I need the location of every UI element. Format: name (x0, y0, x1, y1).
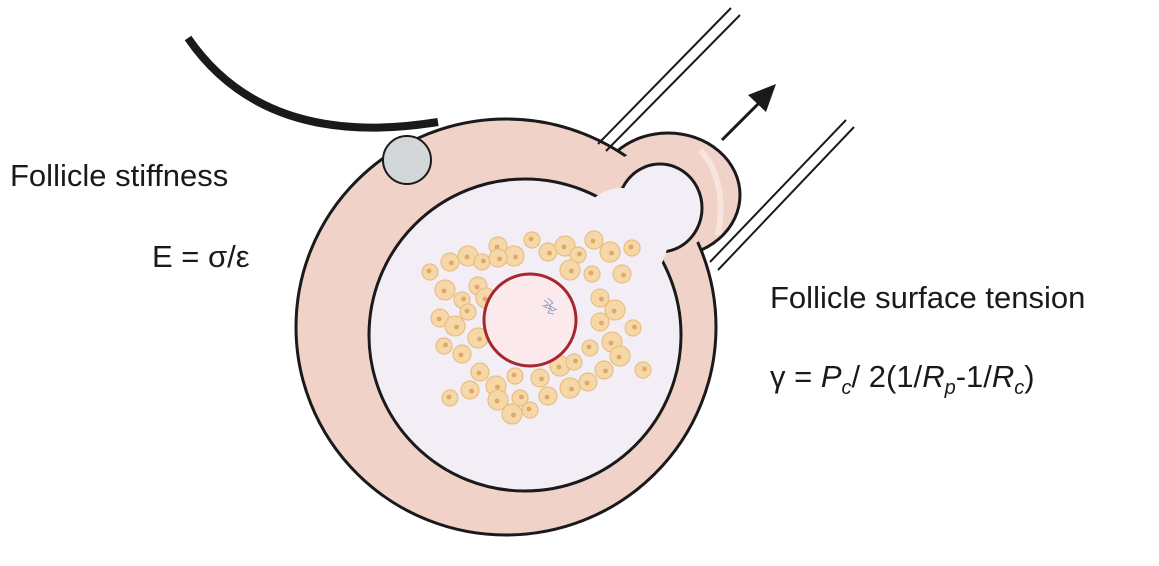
granulosa-cell (613, 265, 631, 283)
tension-equation: γ = Pc/ 2(1/Rp-1/Rc) (770, 361, 1035, 398)
indenter-cantilever (188, 38, 438, 128)
granulosa-cell (635, 362, 651, 378)
granulosa-cell (625, 320, 641, 336)
granulosa-cell (445, 316, 465, 336)
eq-Rc-sub: c (1014, 377, 1024, 399)
granulosa-cell (531, 369, 549, 387)
eq-prefix: γ = (770, 359, 821, 394)
granulosa-cell (539, 243, 557, 261)
granulosa-cell (560, 378, 580, 398)
granulosa-cell (579, 373, 597, 391)
stiffness-equation: E = σ/ε (152, 241, 250, 272)
granulosa-cell (474, 254, 490, 270)
eq-P-sub: c (842, 377, 852, 399)
stiffness-title: Follicle stiffness (10, 160, 228, 191)
granulosa-cell (436, 338, 452, 354)
eq-Rc: R (992, 359, 1014, 394)
oocyte-membrane (484, 274, 576, 366)
granulosa-cell (585, 231, 603, 249)
granulosa-cell (524, 232, 540, 248)
granulosa-cell (600, 242, 620, 262)
granulosa-cell (435, 280, 455, 300)
oocyte (484, 274, 576, 366)
granulosa-cell (591, 313, 609, 331)
arrow-up-right-icon (722, 84, 776, 140)
granulosa-cell (539, 387, 557, 405)
granulosa-cell (453, 345, 471, 363)
granulosa-cell (460, 304, 476, 320)
granulosa-cell (522, 402, 538, 418)
granulosa-cell (566, 354, 582, 370)
granulosa-cell (582, 340, 598, 356)
probe-ball (383, 136, 431, 184)
granulosa-cell (442, 390, 458, 406)
eq-middle: / 2(1/ (852, 359, 923, 394)
granulosa-cell (595, 361, 613, 379)
granulosa-cell (489, 249, 507, 267)
granulosa-cell (560, 260, 580, 280)
tension-title: Follicle surface tension (770, 282, 1085, 313)
granulosa-cell (624, 240, 640, 256)
granulosa-cell (507, 368, 523, 384)
granulosa-cell (461, 381, 479, 399)
granulosa-cell (610, 346, 630, 366)
eq-Rp: R (922, 359, 944, 394)
granulosa-cell (471, 363, 489, 381)
eq-P: P (821, 359, 842, 394)
eq-Rp-sub: p (945, 377, 956, 399)
granulosa-cell (584, 266, 600, 282)
granulosa-cell (422, 264, 438, 280)
granulosa-cell (441, 253, 459, 271)
eq-dash: -1/ (956, 359, 992, 394)
granulosa-cell (502, 404, 522, 424)
eq-suffix: ) (1024, 359, 1034, 394)
